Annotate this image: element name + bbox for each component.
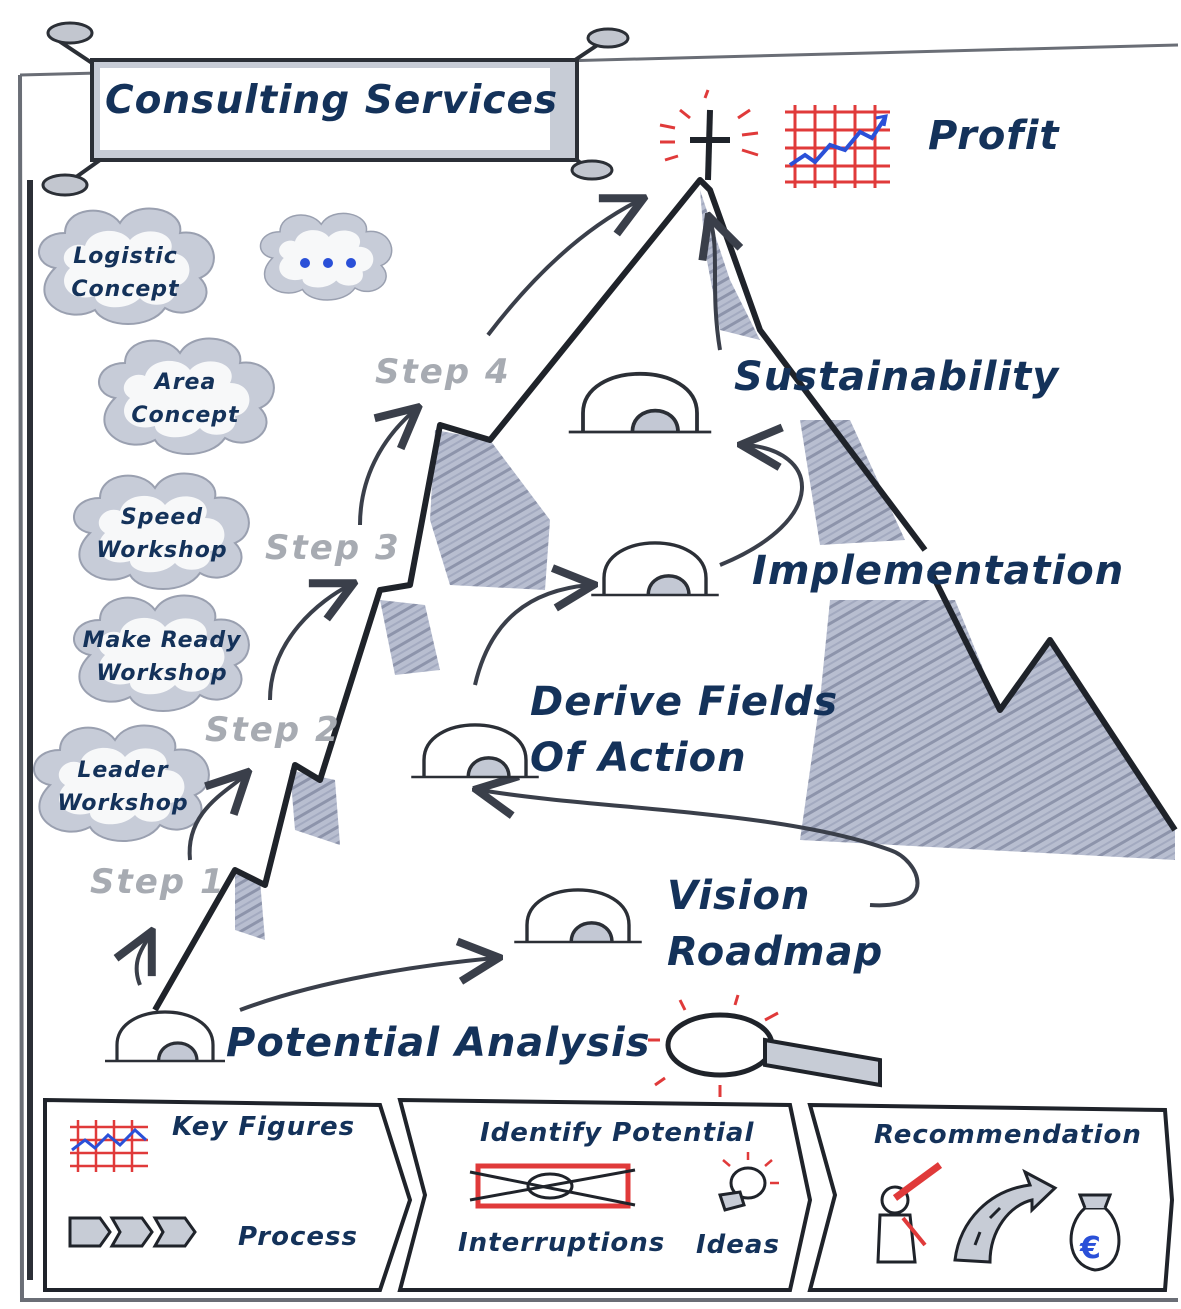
station-label-implementation: Implementation xyxy=(752,548,1125,594)
key-figures-chart-icon xyxy=(70,1120,148,1172)
igloo-implementation xyxy=(589,541,721,597)
cloud-label-area-concept: Area Concept xyxy=(118,366,253,432)
station-label-derive-fields: Derive Fields Of Action xyxy=(530,674,838,786)
process-label: Process xyxy=(238,1222,358,1252)
cloud-line: Area xyxy=(154,370,217,395)
cloud-line: Make Ready xyxy=(82,628,242,653)
cloud-line: Speed xyxy=(120,505,204,530)
mountain-outline xyxy=(152,177,1178,1012)
station-arrows xyxy=(239,445,920,1012)
cloud-line: Workshop xyxy=(96,661,228,686)
station-label-vision-roadmap: Vision Roadmap xyxy=(667,868,883,980)
svg-text:€: € xyxy=(1079,1231,1101,1266)
station-label-potential-analysis: Potential Analysis xyxy=(226,1020,651,1066)
step-arrows xyxy=(137,200,720,986)
cloud-line: Leader xyxy=(77,758,169,783)
banner-title: Consulting Services xyxy=(105,78,559,123)
process-arrows-icon xyxy=(68,1216,197,1248)
cloud-label-speed-workshop: Speed Workshop xyxy=(92,501,232,567)
road-arrow-icon xyxy=(953,1168,1058,1264)
identify-potential-label: Identify Potential xyxy=(480,1118,755,1148)
mountain-shading xyxy=(235,190,1175,940)
euro-money-bag-icon: € xyxy=(1069,1193,1121,1272)
step-2-label: Step 2 xyxy=(205,710,341,750)
bottom-box-recommendation xyxy=(807,1102,1175,1292)
station-line: Vision xyxy=(667,873,811,919)
ideas-label: Ideas xyxy=(696,1230,780,1260)
cloud-label-leader-workshop: Leader Workshop xyxy=(53,754,193,820)
station-line: Roadmap xyxy=(667,929,884,975)
cloud-line: Workshop xyxy=(96,538,228,563)
cloud-line: Logistic xyxy=(73,244,178,269)
station-line: Derive Fields xyxy=(530,679,839,725)
station-label-sustainability: Sustainability xyxy=(734,354,1060,400)
cloud-line: Concept xyxy=(131,403,240,428)
recommendation-label: Recommendation xyxy=(874,1120,1142,1150)
summit-label-profit: Profit xyxy=(928,113,1060,159)
cloud-ellipsis xyxy=(259,212,393,301)
igloo-vision-roadmap xyxy=(512,888,644,944)
step-4-label: Step 4 xyxy=(375,352,511,392)
interruptions-icon xyxy=(469,1163,636,1209)
igloo-sustainability xyxy=(566,371,714,434)
bottom-box-key-figures xyxy=(43,1097,413,1292)
igloo-derive-fields xyxy=(409,723,541,779)
igloo-potential-analysis xyxy=(103,1010,227,1063)
summit-cross xyxy=(659,89,759,181)
magnifier-icon xyxy=(648,994,882,1097)
interruptions-label: Interruptions xyxy=(458,1228,666,1258)
cloud-line: Concept xyxy=(71,277,180,302)
cloud-line: Workshop xyxy=(57,791,189,816)
cloud-label-make-ready-workshop: Make Ready Workshop xyxy=(82,624,242,690)
idea-bulb-icon xyxy=(718,1152,779,1212)
station-line: Of Action xyxy=(530,735,747,781)
banner xyxy=(41,21,630,197)
profit-chart-icon xyxy=(785,105,890,188)
step-3-label: Step 3 xyxy=(265,528,401,568)
bottom-box-identify-potential xyxy=(397,1097,813,1292)
cloud-label-logistic-concept: Logistic Concept xyxy=(58,240,193,306)
step-1-label: Step 1 xyxy=(90,862,226,902)
person-telescope-icon xyxy=(876,1162,943,1264)
key-figures-label: Key Figures xyxy=(172,1112,356,1142)
